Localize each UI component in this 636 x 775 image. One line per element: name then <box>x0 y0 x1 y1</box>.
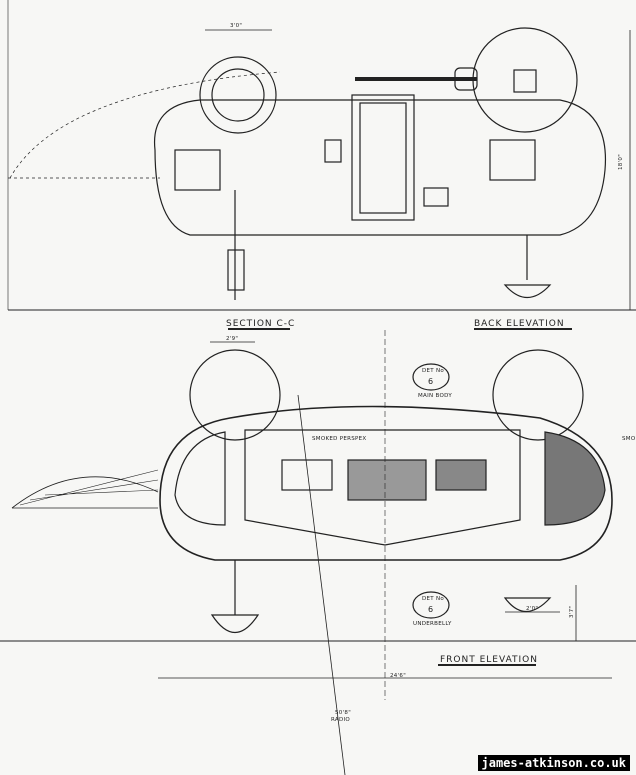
foot-width-dimension: 2'0" <box>526 606 538 612</box>
underbelly-detail-caption: UNDERBELLY <box>413 621 452 627</box>
window-note: SMOKED PERSPEX <box>312 436 367 442</box>
front-pod-width-dimension: 2'9" <box>226 336 238 342</box>
main-body-detail-title: DET No <box>422 368 444 374</box>
radius-note: 50'8" <box>335 710 351 716</box>
watermark: james-atkinson.co.uk <box>477 755 630 771</box>
main-body-detail-number: 6 <box>428 377 434 386</box>
front-elevation-label: FRONT ELEVATION <box>440 655 538 665</box>
front-elevation-drawing <box>0 330 636 775</box>
length-dimension: 24'6" <box>390 673 406 679</box>
height-dimension: 18'0" <box>618 154 624 170</box>
back-elevation-label: BACK ELEVATION <box>474 319 565 329</box>
underbelly-detail-number: 6 <box>428 605 434 614</box>
main-body-detail-caption: MAIN BODY <box>418 393 452 399</box>
side-note: SMO <box>622 436 636 442</box>
radius-caption: RADIO <box>331 717 350 723</box>
underbelly-detail-title: DET No <box>422 596 444 602</box>
back-elevation-drawing <box>7 0 636 311</box>
foot-height-dimension: 3'7" <box>569 606 575 618</box>
pod-width-dimension: 3'0" <box>230 23 242 29</box>
section-c-c-label: SECTION C-C <box>226 319 295 329</box>
